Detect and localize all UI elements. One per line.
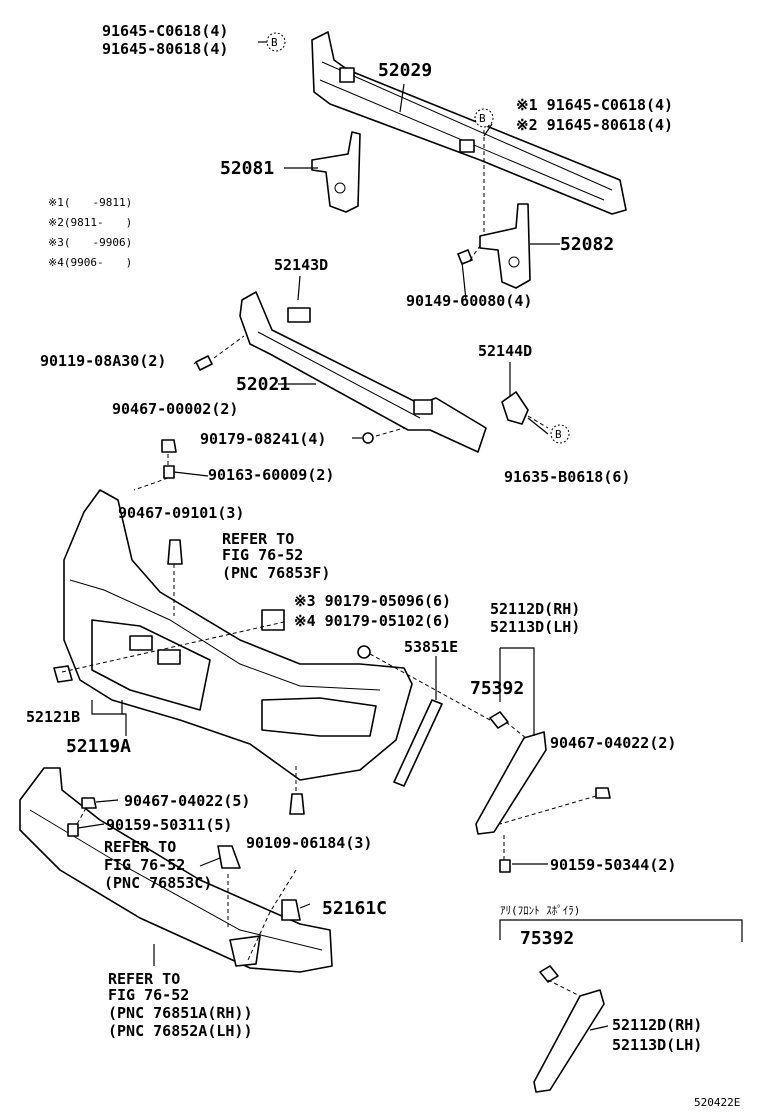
bumper-reinforcement-52021 [239, 291, 487, 453]
label-90119: 90119-08A30(2) [40, 352, 166, 370]
ref2-line-c: (PNC 76853C) [104, 874, 212, 892]
label-90163: 90163-60009(2) [208, 466, 334, 484]
label-91645-c0618-top: 91645-C0618(4) [102, 22, 228, 40]
ref-circle-label: B [555, 428, 562, 441]
clip-75392-b [539, 965, 559, 983]
label-52119a: 52119A [66, 736, 131, 757]
ref1-line-b: FIG 76-52 [222, 546, 303, 564]
bolt-90163 [163, 465, 175, 479]
clip-90467-04022-r [595, 787, 611, 799]
label-75392-b: 75392 [520, 928, 574, 949]
bumper-cover-52119a [63, 489, 413, 781]
ref-circle-label: B [271, 36, 278, 49]
ref3-line-c: (PNC 76851A(RH)) [108, 1004, 253, 1022]
label-90109: 90109-06184(3) [246, 834, 372, 852]
label-90179-05102: ※4 90179-05102(6) [294, 612, 451, 630]
note-1: ※1( -9811) [48, 196, 132, 209]
clip-90467-04022-l [81, 797, 97, 809]
label-90467-00002: 90467-00002(2) [112, 400, 238, 418]
label-90467-04022-l: 90467-04022(5) [124, 792, 250, 810]
note-2: ※2(9811- ) [48, 216, 132, 229]
inset-bracket [499, 919, 743, 942]
label-75392-a: 75392 [470, 678, 524, 699]
clip-52161c [281, 899, 301, 921]
bolt-90119 [195, 355, 213, 371]
label-52161c: 52161C [322, 898, 387, 919]
label-52113d-b: 52113D(LH) [612, 1036, 702, 1054]
ref3-line-a: REFER TO [108, 970, 180, 988]
diagram-code: 520422E [694, 1096, 740, 1109]
ref-circle-b-1: B [266, 32, 286, 52]
ref-circle-b-3: B [550, 424, 570, 444]
ref1-line-c: (PNC 76853F) [222, 564, 330, 582]
bracket-52144d [501, 391, 529, 425]
ref2-line-a: REFER TO [104, 838, 176, 856]
label-90467-04022-r: 90467-04022(2) [550, 734, 676, 752]
label-52081: 52081 [220, 158, 274, 179]
strip-53851e [393, 699, 443, 787]
label-91645-80618-top: 91645-80618(4) [102, 40, 228, 58]
label-52121b: 52121B [26, 708, 80, 726]
label-90159-50344: 90159-50344(2) [550, 856, 676, 874]
label-52029: 52029 [378, 60, 432, 81]
label-90179-08241: 90179-08241(4) [200, 430, 326, 448]
label-91645-80618-r: ※2 91645-80618(4) [516, 116, 673, 134]
ref-circle-b-2: B [474, 108, 494, 128]
nut-90179-08241 [362, 432, 374, 444]
part-labels: 91645-C0618(4) 91645-80618(4) 52029 ※1 9… [26, 22, 740, 1109]
bracket-76853c [217, 845, 241, 869]
plate-52121b [53, 665, 73, 683]
bracket-76853f [261, 609, 285, 631]
bolt-90149 [457, 249, 473, 265]
ref-circle-label: B [479, 112, 486, 125]
moulding-52112d-a [475, 731, 547, 835]
label-52112d-a: 52112D(RH) [490, 600, 580, 618]
bolt-90159-50344 [499, 859, 511, 873]
moulding-52112d-b [533, 989, 605, 1093]
label-53851e: 53851E [404, 638, 458, 656]
lower-spoiler [19, 767, 333, 973]
leader-lines [77, 41, 609, 1031]
clip-90467-09101 [167, 539, 183, 565]
label-90159-50311: 90159-50311(5) [106, 816, 232, 834]
clip-75392-a [489, 711, 509, 729]
label-91645-c0618-r: ※1 91645-C0618(4) [516, 96, 673, 114]
ref2-line-b: FIG 76-52 [104, 856, 185, 874]
label-52082: 52082 [560, 234, 614, 255]
radiator-support-52029 [311, 31, 627, 215]
bracket-52081 [311, 131, 361, 213]
label-52113d-a: 52113D(LH) [490, 618, 580, 636]
label-91635: 91635-B0618(6) [504, 468, 630, 486]
bolt-90109 [289, 793, 305, 815]
spoiler-inset-header: ｱﾘ(ﾌﾛﾝﾄ ｽﾎﾟｲﾗ) [500, 904, 580, 917]
ref3-line-b: FIG 76-52 [108, 986, 189, 1004]
note-4: ※4(9906- ) [48, 256, 132, 269]
label-90467-09101: 90467-09101(3) [118, 504, 244, 522]
bracket-52082 [479, 203, 531, 289]
label-52021: 52021 [236, 374, 290, 395]
label-52143d: 52143D [274, 256, 328, 274]
bolt-90159-50311 [67, 823, 79, 837]
nut-90179-05096 [357, 645, 371, 659]
assembly-lines [61, 130, 597, 997]
label-90149: 90149-60080(4) [406, 292, 532, 310]
note-3: ※3( -9906) [48, 236, 132, 249]
label-52144d: 52144D [478, 342, 532, 360]
ref1-line-a: REFER TO [222, 530, 294, 548]
label-90179-05096: ※3 90179-05096(6) [294, 592, 451, 610]
label-52112d-b: 52112D(RH) [612, 1016, 702, 1034]
clip-90467-00002 [161, 439, 177, 453]
ref3-line-d: (PNC 76852A(LH)) [108, 1022, 253, 1040]
